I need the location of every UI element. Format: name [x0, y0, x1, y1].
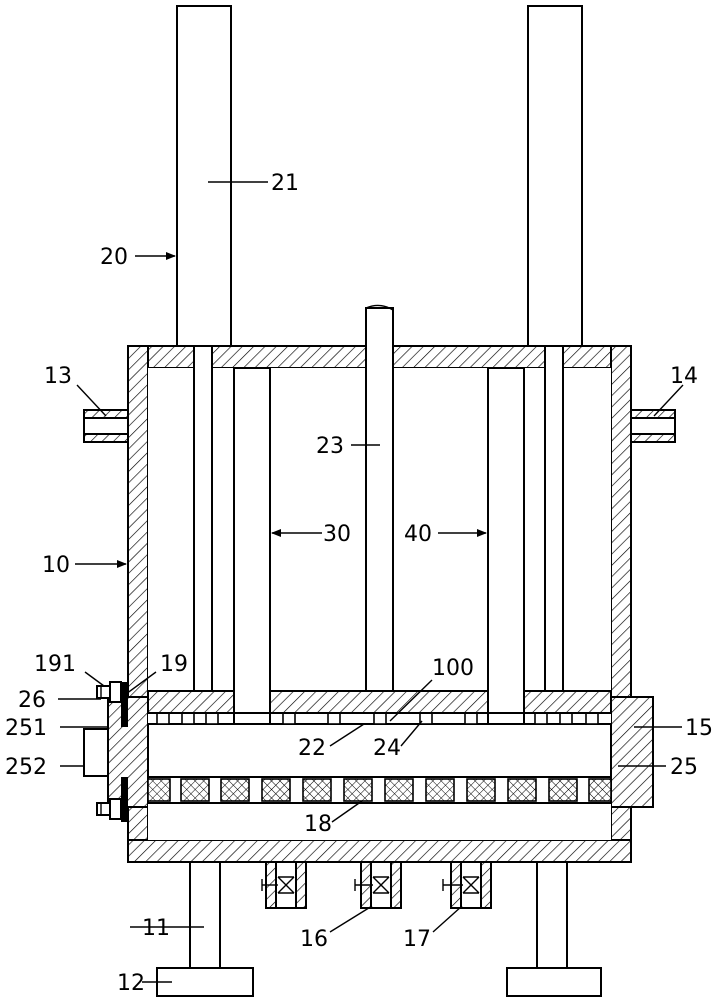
outlet-1 — [261, 861, 307, 909]
foot-left — [156, 967, 254, 997]
label-26: 26 — [18, 688, 46, 713]
label-24: 24 — [373, 736, 401, 761]
internal-tubes — [193, 304, 564, 725]
outlet-3 — [442, 861, 492, 909]
label-15: 15 — [685, 716, 712, 741]
label-30: 30 — [323, 522, 351, 547]
tube-40 — [487, 367, 525, 725]
upper-rods — [176, 5, 583, 349]
legs — [156, 861, 602, 997]
left-clamp — [83, 681, 128, 822]
label-100: 100 — [432, 656, 474, 681]
rod-right — [527, 5, 583, 349]
plate-22 — [147, 690, 612, 778]
leader-lines — [58, 181, 684, 983]
foot-right — [506, 967, 602, 997]
shaft-break-line — [365, 304, 394, 311]
filter-layer — [147, 776, 612, 804]
label-13: 13 — [44, 364, 72, 389]
label-11: 11 — [142, 916, 170, 941]
label-23: 23 — [316, 434, 344, 459]
port-left-bore — [83, 417, 129, 435]
chamber-100 — [147, 723, 612, 778]
label-252: 252 — [5, 755, 47, 780]
label-20: 20 — [100, 245, 128, 270]
label-10: 10 — [42, 553, 70, 578]
bottom-outlets — [261, 861, 492, 909]
right-collar — [610, 696, 654, 808]
outlet-2 — [354, 861, 402, 909]
label-191: 191 — [34, 652, 76, 677]
rod-left — [176, 5, 232, 349]
side-ports — [83, 409, 676, 443]
labels: 21 20 13 14 23 30 40 10 191 19 100 26 25… — [5, 171, 712, 996]
label-251: 251 — [5, 716, 47, 741]
housing-bottom-wall — [127, 839, 632, 863]
label-16: 16 — [300, 927, 328, 952]
label-18: 18 — [304, 812, 332, 837]
label-25: 25 — [670, 755, 698, 780]
label-17: 17 — [403, 927, 431, 952]
tube-right-outer — [544, 345, 564, 692]
label-19: 19 — [160, 652, 188, 677]
leg-right — [536, 861, 568, 971]
label-21: 21 — [271, 171, 299, 196]
port-right-bore — [630, 417, 676, 435]
label-40: 40 — [404, 522, 432, 547]
label-12: 12 — [117, 971, 145, 996]
tube-left-outer — [193, 345, 213, 692]
tube-30 — [233, 367, 271, 725]
label-14: 14 — [670, 364, 698, 389]
label-22: 22 — [298, 736, 326, 761]
leg-left — [189, 861, 221, 971]
central-shaft — [365, 307, 394, 693]
